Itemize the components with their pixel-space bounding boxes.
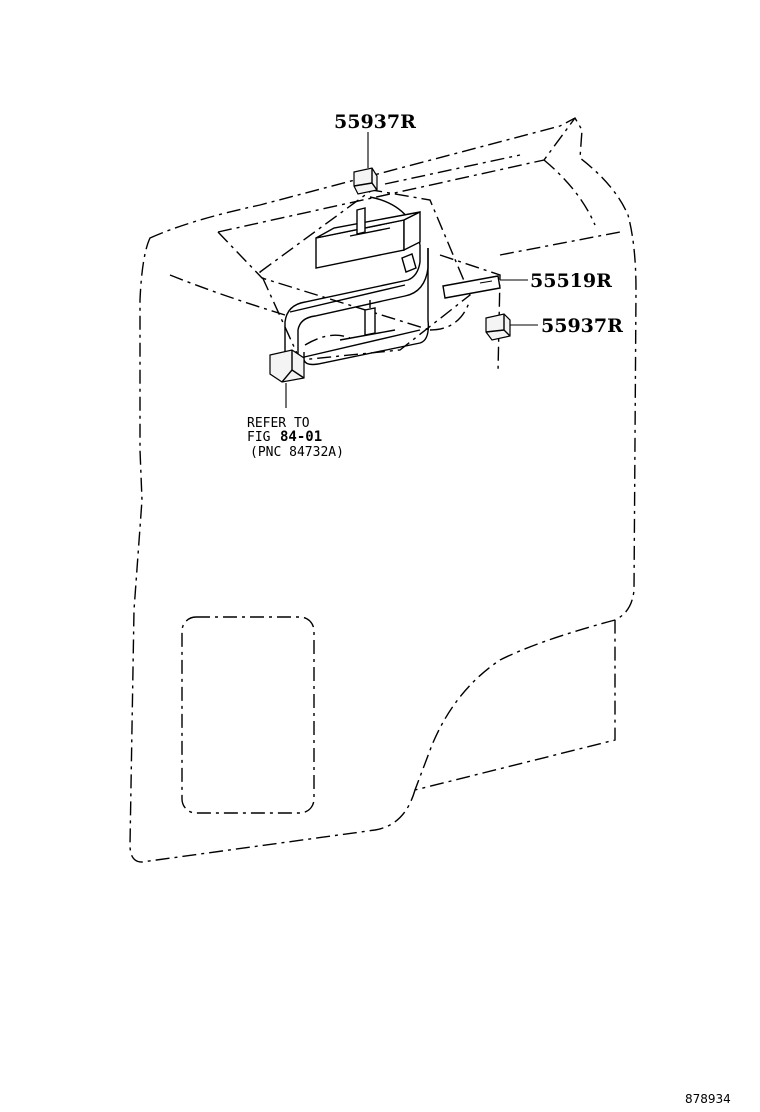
- side-clip-part: [485, 313, 538, 341]
- callout-side-clip: 55937R: [541, 315, 623, 337]
- callout-top-clip: 55937R: [334, 111, 416, 133]
- pad-part: [442, 275, 528, 299]
- reference-fig-link[interactable]: 84-01: [280, 429, 322, 445]
- reference-line-1: REFER TO: [247, 416, 310, 431]
- top-clip-part: [353, 132, 378, 195]
- reference-line-3: (PNC 84732A): [250, 445, 344, 460]
- door-trim-panel-outline: [129, 117, 637, 863]
- reference-line-2-prefix: FIG: [247, 430, 271, 445]
- reference-note: REFER TO FIG 84-01 (PNC 84732A): [247, 416, 344, 460]
- lower-clip-post: [339, 300, 396, 341]
- window-switch: [315, 207, 421, 273]
- callout-pad: 55519R: [530, 270, 612, 292]
- figure-id: 878934: [685, 1092, 731, 1106]
- door-pocket: [181, 616, 315, 814]
- connector: [269, 349, 305, 408]
